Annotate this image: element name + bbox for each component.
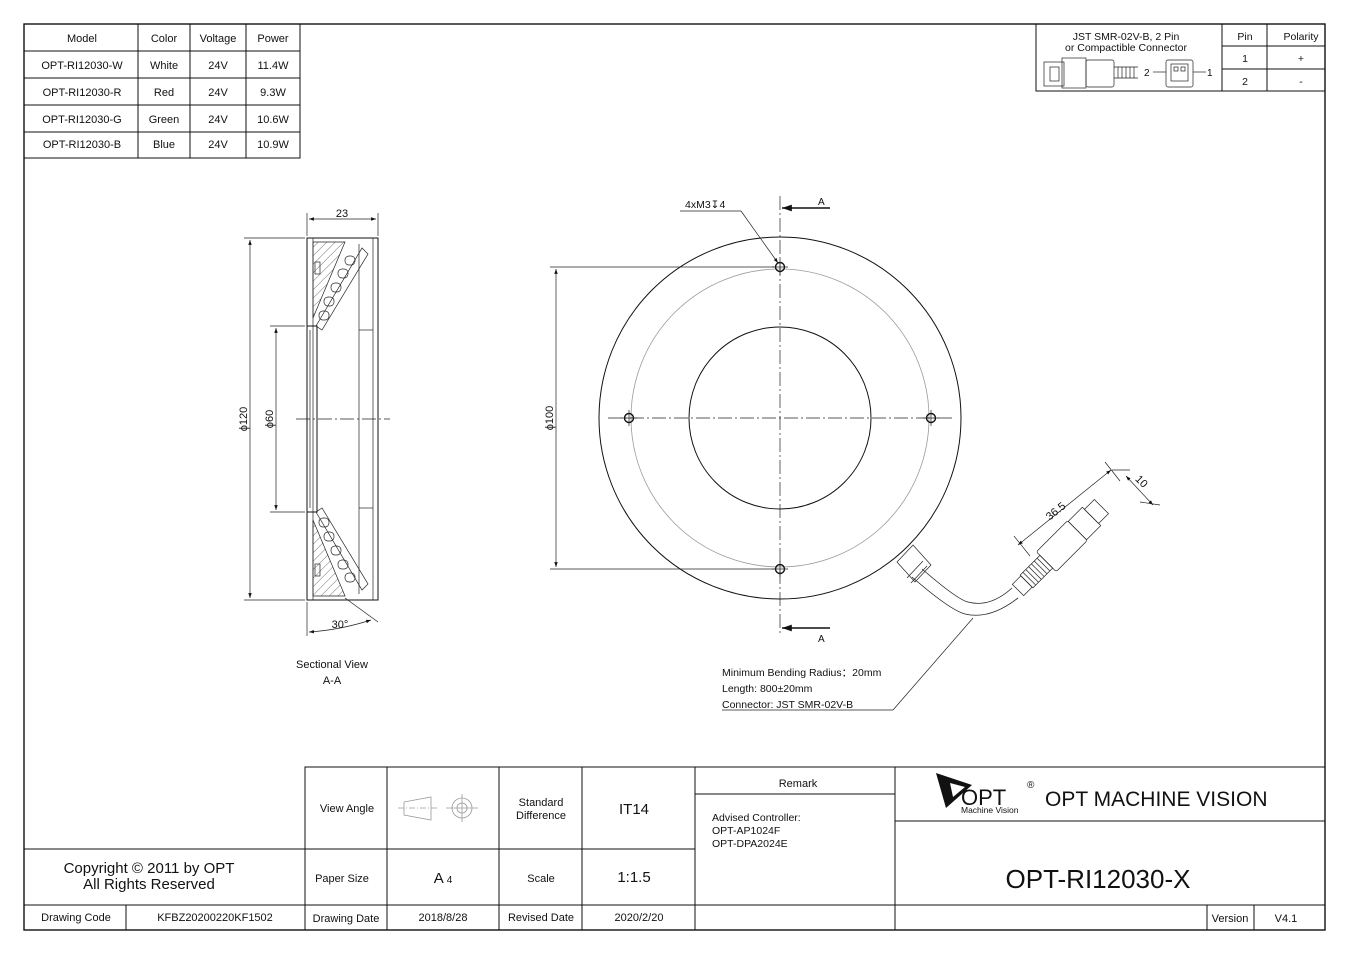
model-table-cell: White [150,60,178,72]
section-hatch-top [312,241,346,319]
copyright-line2: All Rights Reserved [83,876,215,893]
opt-logo: OPT ® Machine Vision [936,773,1035,815]
connector-table-cell: 1 [1242,53,1248,65]
model-table-cell: OPT-RI12030-W [41,60,123,72]
connector-table-cell: 2 [1242,76,1248,88]
model-table-cell: 11.4W [258,60,290,72]
dim-connector-width: 10 [1133,473,1150,490]
revised-date-value: 2020/2/20 [615,912,664,924]
view-angle-symbol [398,794,478,822]
part-number: OPT-RI12030-X [1006,864,1191,894]
connector-table-cell: + [1298,53,1304,65]
model-table-header-color: Color [151,33,178,45]
drawing-date-label: Drawing Date [313,913,380,925]
dim-pcd-diameter: ϕ100 [544,406,556,431]
paper-size-label: Paper Size [315,873,369,885]
hole-callout: 4xM3↧4 [685,199,725,211]
section-caption-line1: Sectional View [296,659,368,671]
model-table-cell: 10.9W [257,139,289,151]
connector-table-header-polarity: Polarity [1283,31,1319,43]
advised-controller-label: Advised Controller: [712,812,801,824]
revised-date-label: Revised Date [508,912,574,924]
model-table-cell: 10.6W [257,114,289,126]
standard-difference-value: IT14 [619,801,649,818]
controller-item: OPT-AP1024F [712,825,780,837]
logo-subtext: Machine Vision [961,805,1019,815]
drawing-code-label: Drawing Code [41,912,111,924]
cable-note-bending-radius: Minimum Bending Radius：20mm [722,667,882,679]
cable-note-connector: Connector: JST SMR-02V-B [722,699,853,711]
copyright-line1: Copyright © 2011 by OPT [64,860,235,877]
drawing-date-value: 2018/8/28 [419,912,468,924]
connector-table-cell: - [1299,76,1303,88]
dim-connector-length: 36.5 [1044,500,1068,523]
scale-label: Scale [527,873,555,885]
company-name: OPT MACHINE VISION [1045,788,1267,811]
dim-outer-diameter: ϕ120 [238,407,250,432]
model-table-cell: OPT-RI12030-G [42,114,121,126]
logo-text: OPT [961,785,1006,810]
connector-sketch: 2 1 [1043,57,1213,89]
controller-item: OPT-DPA2024E [712,838,788,850]
section-hatch-bottom [312,519,346,597]
model-table-header-voltage: Voltage [200,33,237,45]
connector-pin2-label: 2 [1144,68,1150,79]
version-value: V4.1 [1275,913,1298,925]
connector-title-line1: JST SMR-02V-B, 2 Pin [1073,31,1180,43]
dim-width-23: 23 [336,208,348,220]
connector-box: JST SMR-02V-B, 2 Pin or Compactible Conn… [1035,23,1326,92]
sectional-view: 23 ϕ120 ϕ60 30° Sectional View A-A [238,208,390,687]
connector-pin1-label: 1 [1207,68,1213,79]
front-view: 4xM3↧4 A A ϕ100 [544,196,1161,711]
model-table-cell: OPT-RI12030-B [43,139,121,151]
model-table-cell: 24V [208,139,228,151]
model-table: Model Color Voltage Power OPT-RI12030-W … [23,23,301,159]
model-table-cell: Green [149,114,180,126]
model-table-cell: Blue [153,139,175,151]
model-table-header-power: Power [257,33,289,45]
model-table-cell: Red [154,87,174,99]
cable [896,498,1110,616]
model-table-cell: 24V [208,87,228,99]
model-table-cell: 24V [208,60,228,72]
dim-inner-diameter: ϕ60 [264,410,276,428]
model-table-header-model: Model [67,33,97,45]
logo-registered: ® [1027,780,1035,791]
remark-label: Remark [779,778,818,790]
drawing-code-value: KFBZ20200220KF1502 [157,912,273,924]
model-table-cell: 24V [208,114,228,126]
section-caption-line2: A-A [323,675,342,687]
connector-title-line2: or Compactible Connector [1065,42,1187,54]
version-label: Version [1212,913,1249,925]
model-table-cell: OPT-RI12030-R [43,87,122,99]
dim-angle-30: 30° [332,619,349,631]
model-table-cell: 9.3W [260,87,286,99]
view-angle-label: View Angle [320,803,374,815]
section-mark-top: A [818,197,825,208]
section-mark-bottom: A [818,634,825,645]
scale-value: 1:1.5 [617,869,650,886]
connector-table-header-pin: Pin [1237,31,1252,43]
cable-note-length: Length: 800±20mm [722,683,813,695]
